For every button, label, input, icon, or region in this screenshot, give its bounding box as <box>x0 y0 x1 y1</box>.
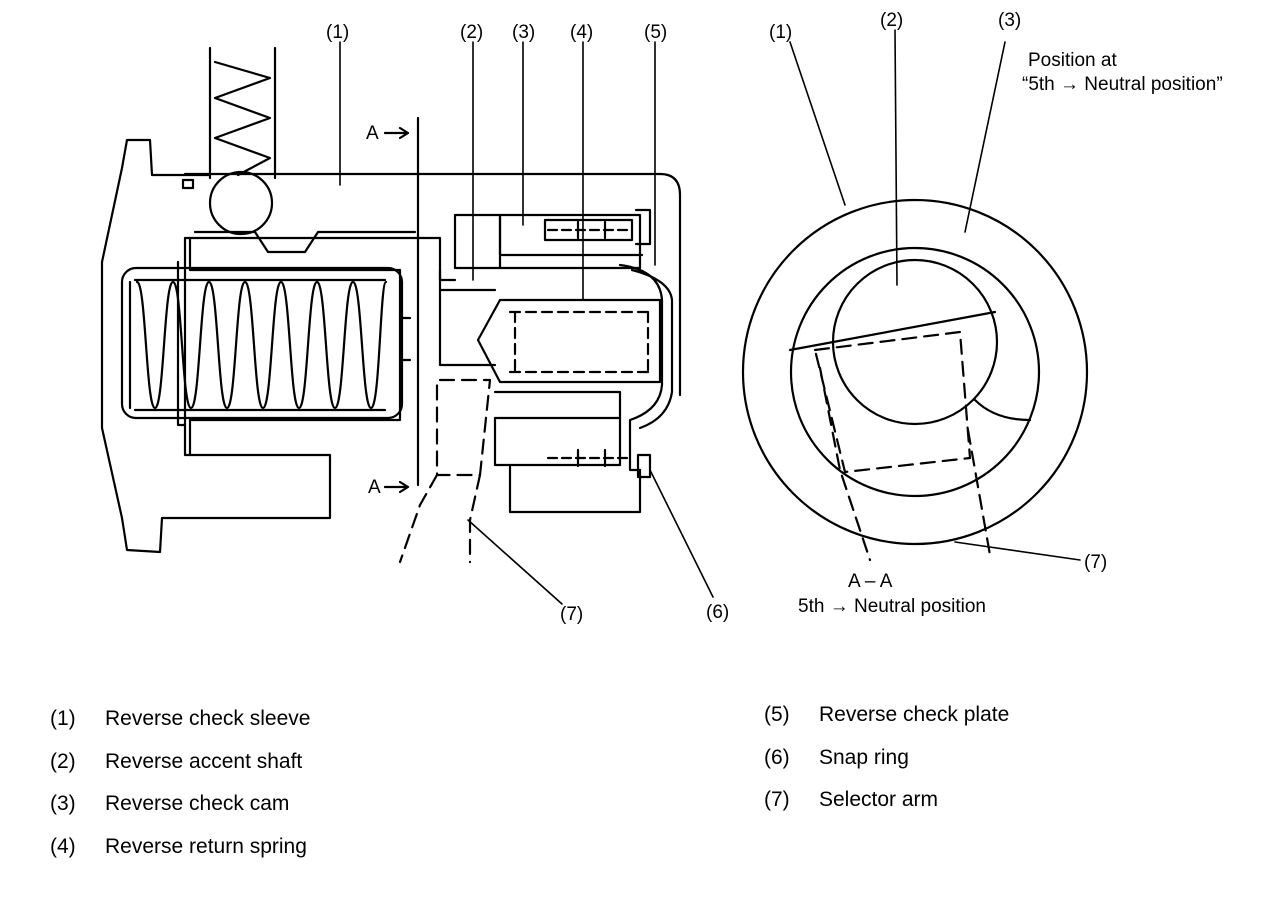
section-marker-lower: A <box>368 477 381 498</box>
callout-7-right: (7) <box>1084 552 1107 573</box>
section-label: A – A <box>848 571 893 592</box>
legend-number: (4) <box>50 835 76 858</box>
callout-3-left: (3) <box>512 22 535 43</box>
legend-text: Reverse check sleeve <box>105 707 311 730</box>
legend-text: Reverse return spring <box>105 835 307 858</box>
section-view <box>100 41 714 605</box>
legend-text: Reverse check plate <box>819 703 1010 726</box>
reverse-return-spring <box>476 298 662 384</box>
reverse-check-plate <box>618 263 664 472</box>
position-note-line2: “5th → Neutral position” <box>1022 74 1223 95</box>
snap-ring <box>636 453 652 479</box>
legend-number: (5) <box>764 703 790 726</box>
legend-number: (7) <box>764 788 790 811</box>
outer-sleeve-circle <box>741 198 1089 546</box>
flat-cut <box>788 310 997 352</box>
reverse-check-diagram: (1) (2) (3) (4) (5) (6) (7) (1) (2) (3) … <box>100 10 1223 625</box>
section-marker-upper: A <box>366 123 379 144</box>
detent-spring <box>208 46 277 180</box>
legend-text: Reverse accent shaft <box>105 750 303 773</box>
legend-text: Selector arm <box>819 788 939 811</box>
legend-number: (3) <box>50 792 76 815</box>
selector-arm-section <box>813 330 992 562</box>
legend-number: (1) <box>50 707 76 730</box>
spring-cup <box>120 266 404 420</box>
callout-6-left: (6) <box>706 602 729 623</box>
callout-7-left: (7) <box>560 604 583 625</box>
callout-4-left: (4) <box>570 22 593 43</box>
callout-1-left: (1) <box>326 22 349 43</box>
callout-5-left: (5) <box>644 22 667 43</box>
position-note-line1: Position at <box>1028 50 1117 71</box>
reverse-accent-shaft <box>453 213 642 270</box>
section-caption: 5th → Neutral position <box>798 596 986 617</box>
reverse-check-cam <box>498 213 644 257</box>
shaft-circle <box>831 258 999 426</box>
legend-number: (2) <box>50 750 76 773</box>
legend-number: (6) <box>764 746 790 769</box>
callout-2-right: (2) <box>880 10 903 31</box>
selector-arm <box>398 378 492 564</box>
callout-3-right: (3) <box>998 10 1021 31</box>
legend-text: Snap ring <box>819 746 909 769</box>
legend-left-column: (1) Reverse check sleeve (2) Reverse acc… <box>50 708 430 868</box>
callout-2-left: (2) <box>460 22 483 43</box>
detent-v-groove <box>193 230 417 254</box>
legend-text: Reverse check cam <box>105 792 290 815</box>
cam-circle <box>789 246 1041 498</box>
section-a-a-view <box>741 29 1089 562</box>
housing-outline <box>100 138 457 554</box>
legend-right-column: (5) Reverse check plate (6) Snap ring (7… <box>764 704 1144 824</box>
callout-1-right: (1) <box>769 22 792 43</box>
reverse-check-sleeve <box>183 172 682 397</box>
detent-ball <box>208 170 274 236</box>
coil-spring <box>128 280 388 410</box>
